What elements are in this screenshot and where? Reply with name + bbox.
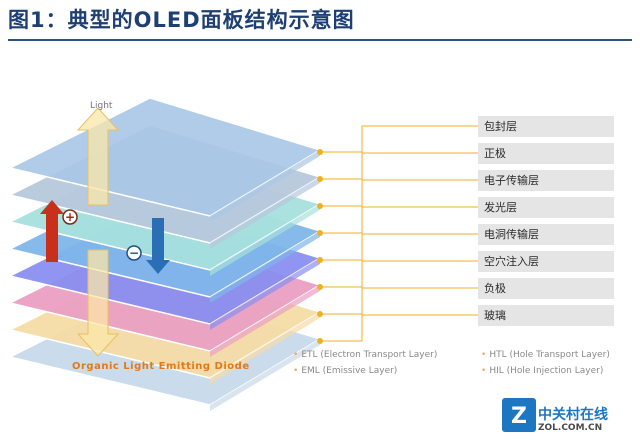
light-arrow-down: [76, 249, 120, 357]
light-arrow-up: [76, 107, 120, 206]
legend-htl: •HTL (Hole Transport Layer): [481, 350, 610, 360]
connector-anode: [320, 152, 478, 180]
layer-label-cathode: 负极: [478, 278, 614, 299]
connector-encapsulation: [320, 125, 478, 153]
layer-edge-eml: [210, 231, 320, 303]
layer-label-etl: 电子传输层: [478, 170, 614, 191]
watermark-text: 中关村在线: [538, 407, 608, 423]
electron-arrow-icon: [146, 218, 170, 274]
hole-arrow-icon: [40, 200, 64, 262]
page-title: 图1：典型的OLED面板结构示意图: [8, 8, 355, 32]
connector-etl: [320, 179, 478, 207]
connector-dot-cathode: [317, 311, 323, 317]
connector-cathode: [320, 287, 478, 315]
connector-dot-glass: [317, 338, 323, 344]
legend-etl: •ETL (Electron Transport Layer): [293, 350, 438, 360]
legend-hil: •HIL (Hole Injection Layer): [481, 366, 604, 376]
layer-connectors: [317, 125, 478, 344]
connector-hil: [320, 260, 478, 288]
connector-eml: [320, 206, 478, 234]
layer-edge-htl: [210, 258, 320, 330]
minus-charge-icon: [126, 245, 142, 261]
layer-label-htl: 电洞传输层: [478, 224, 614, 245]
layer-edge-cathode: [210, 312, 320, 384]
layer-edge-hil: [210, 285, 320, 357]
connector-dot-hil: [317, 284, 323, 290]
layer-edge-encapsulation: [210, 150, 320, 222]
connector-dot-htl: [317, 257, 323, 263]
connector-dot-encapsulation: [317, 149, 323, 155]
diagram-caption: Organic Light Emitting Diode: [72, 361, 250, 372]
layer-label-eml: 发光层: [478, 197, 614, 218]
connector-dot-eml: [317, 230, 323, 236]
connector-dot-etl: [317, 203, 323, 209]
layer-label-glass: 玻璃: [478, 305, 614, 326]
watermark-subtext: ZOL.COM.CN: [538, 423, 603, 433]
connector-dot-anode: [317, 176, 323, 182]
layer-label-encapsulation: 包封层: [478, 116, 614, 137]
connector-glass: [320, 314, 478, 342]
svg-text:Z: Z: [511, 404, 527, 429]
layer-edge-etl: [210, 204, 320, 276]
watermark-logo-icon: Z: [502, 398, 536, 432]
light-label: Light: [90, 101, 113, 111]
layer-label-anode: 正极: [478, 143, 614, 164]
layer-edge-glass: [210, 339, 320, 411]
title-divider: [8, 39, 632, 41]
layer-label-hil: 空穴注入层: [478, 251, 614, 272]
minus-sign: −: [129, 246, 139, 260]
legend-eml: •EML (Emissive Layer): [293, 366, 398, 376]
plus-sign: +: [65, 210, 75, 224]
connector-htl: [320, 233, 478, 261]
layer-edge-anode: [210, 177, 320, 249]
plus-charge-icon: [62, 209, 78, 225]
